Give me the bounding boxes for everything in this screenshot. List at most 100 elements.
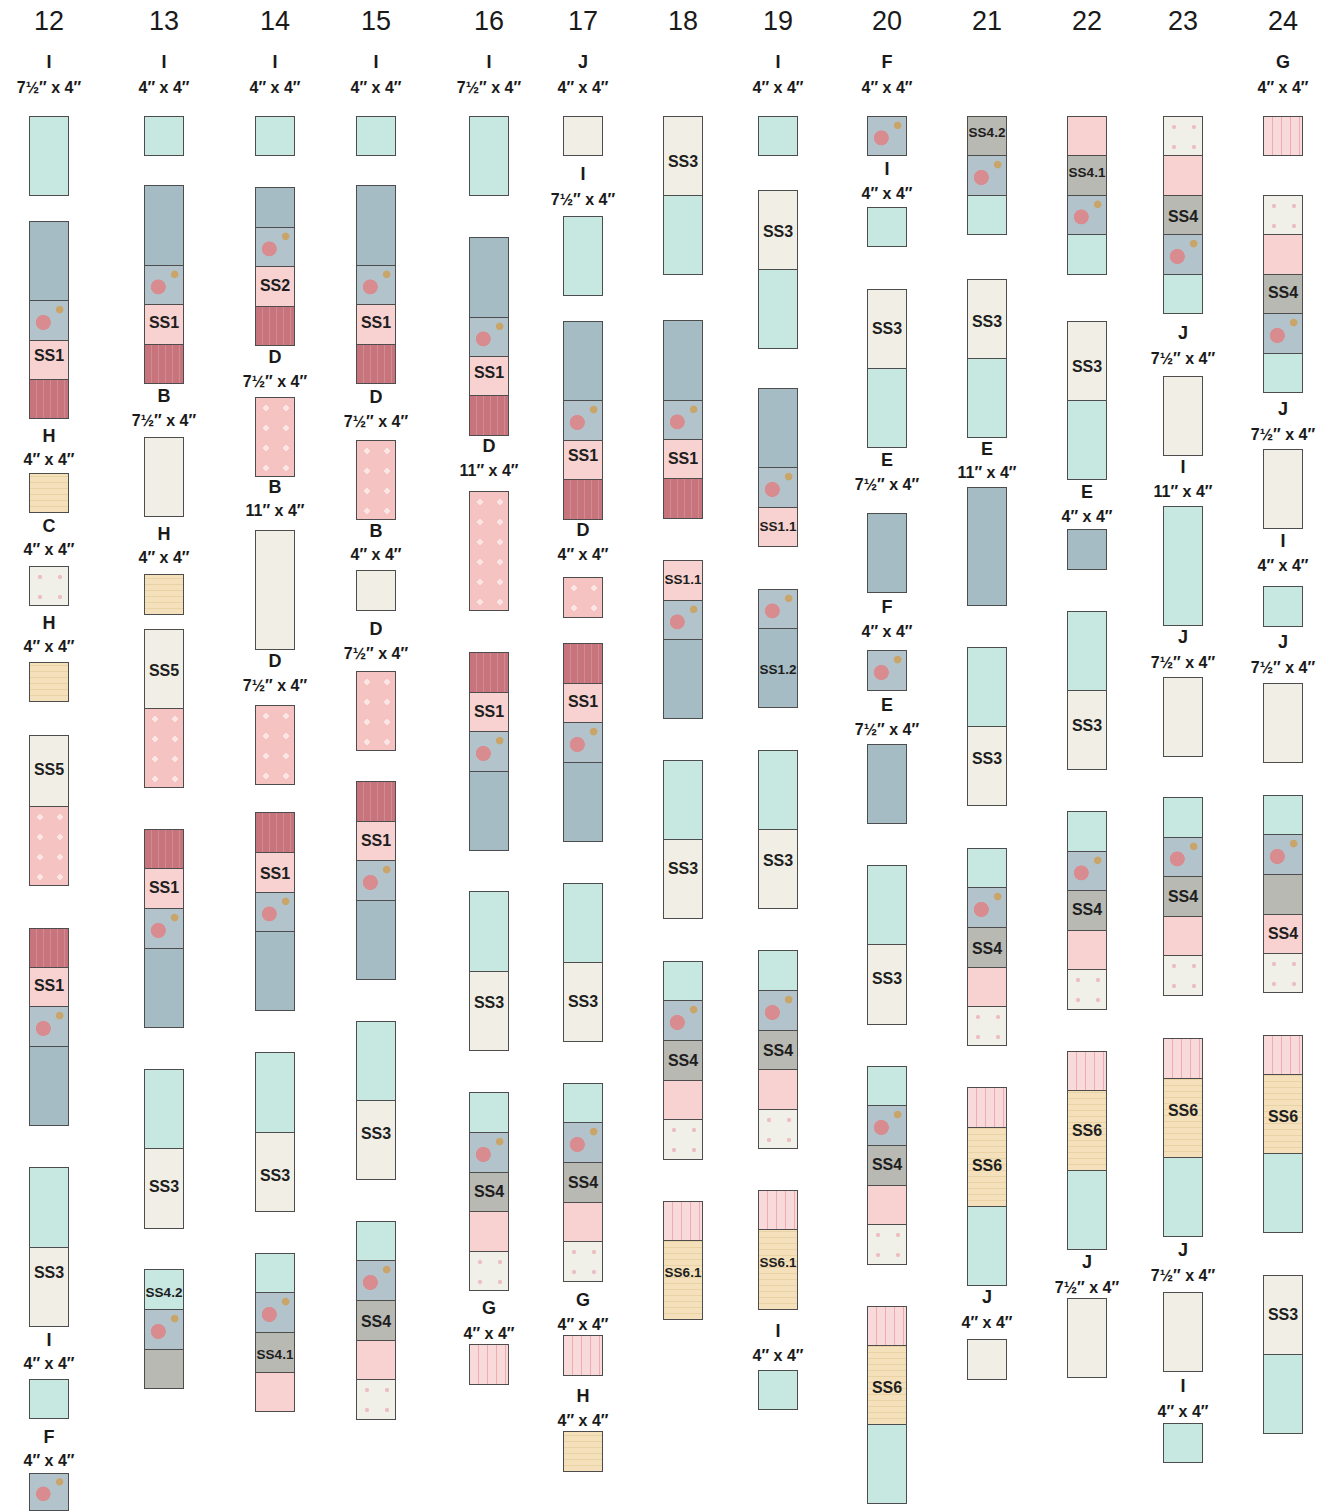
fabric-piece — [867, 207, 907, 247]
fabric-piece — [29, 473, 69, 513]
fabric-segment — [144, 908, 184, 949]
fabric-segment — [967, 195, 1007, 235]
fabric-segment — [255, 1292, 295, 1333]
fabric-segment — [255, 530, 295, 650]
cut-size: 4″ x 4″ — [250, 80, 301, 96]
fabric-segment — [356, 185, 396, 266]
fabric-segment — [1263, 1354, 1303, 1434]
cut-size: 7½″ x 4″ — [243, 678, 307, 694]
fabric-segment — [1263, 795, 1303, 835]
strip-label: SS4.2 — [134, 1286, 194, 1300]
cut-size: 4″ x 4″ — [1062, 509, 1113, 525]
fabric-segment — [967, 358, 1007, 438]
fabric-segment — [29, 1379, 69, 1419]
fabric-segment — [255, 812, 295, 853]
piece-letter: I — [884, 160, 889, 178]
fabric-segment — [255, 306, 295, 346]
strip-label: SS4 — [1057, 902, 1117, 918]
column-number: 16 — [474, 8, 504, 35]
strip-label: SS1 — [553, 448, 613, 464]
pieced-strip: SS4 — [563, 1083, 603, 1282]
fabric-segment — [255, 892, 295, 932]
cut-size: 11″ x 4″ — [460, 463, 519, 479]
fabric-segment — [867, 207, 907, 247]
pieced-strip: SS6.1 — [758, 1190, 798, 1310]
pieced-strip: SS3 — [867, 865, 907, 1025]
strip-label: SS6 — [957, 1158, 1017, 1174]
fabric-segment — [563, 1083, 603, 1123]
column-number: 20 — [872, 8, 902, 35]
fabric-piece — [144, 116, 184, 156]
fabric-piece — [1163, 677, 1203, 757]
cut-size: 7½″ x 4″ — [17, 80, 81, 96]
strip-label: SS4 — [1253, 926, 1313, 942]
strip-label: SS3 — [134, 1179, 194, 1195]
piece-letter: F — [882, 598, 893, 616]
piece-letter: E — [881, 696, 893, 714]
fabric-segment — [663, 600, 703, 640]
pieced-strip: SS5 — [144, 629, 184, 788]
cut-size: 4″ x 4″ — [139, 550, 190, 566]
pieced-strip: SS3 — [967, 279, 1007, 438]
pieced-strip: SS1 — [29, 928, 69, 1126]
fabric-segment — [1067, 811, 1107, 852]
strip-label: SS4 — [346, 1314, 406, 1330]
fabric-piece — [867, 513, 907, 593]
fabric-piece — [255, 397, 295, 477]
cut-size: 7½″ x 4″ — [1055, 1280, 1119, 1296]
pieced-strip: SS1.2 — [758, 589, 798, 708]
column-number: 18 — [668, 8, 698, 35]
fabric-segment — [356, 1021, 396, 1101]
fabric-segment — [563, 321, 603, 401]
fabric-segment — [255, 1052, 295, 1133]
fabric-segment — [1067, 195, 1107, 235]
strip-label: SS1 — [245, 866, 305, 882]
strip-label: SS4 — [957, 941, 1017, 957]
pieced-strip: SS4 — [1263, 795, 1303, 993]
fabric-segment — [469, 395, 509, 436]
cut-size: 4″ x 4″ — [464, 1326, 515, 1342]
strip-label: SS3 — [245, 1168, 305, 1184]
fabric-piece — [1263, 586, 1303, 627]
fabric-piece — [29, 566, 69, 606]
fabric-segment — [144, 437, 184, 517]
fabric-segment — [469, 771, 509, 851]
fabric-piece — [1263, 449, 1303, 529]
piece-letter: J — [1278, 633, 1288, 651]
strip-label: SS3 — [653, 861, 713, 877]
fabric-segment — [663, 961, 703, 1001]
fabric-segment — [469, 317, 509, 357]
strip-label: SS2 — [245, 278, 305, 294]
piece-letter: B — [158, 387, 171, 405]
fabric-segment — [29, 806, 69, 886]
fabric-piece — [29, 1473, 69, 1511]
fabric-segment — [255, 931, 295, 1011]
cut-size: 7½″ x 4″ — [132, 413, 196, 429]
piece-letter: E — [981, 440, 993, 458]
pieced-strip: SS4.1 — [255, 1253, 295, 1412]
strip-label: SS1 — [134, 315, 194, 331]
cut-size: 4″ x 4″ — [753, 80, 804, 96]
column-number: 22 — [1072, 8, 1102, 35]
cut-size: 4″ x 4″ — [1258, 558, 1309, 574]
pieced-strip: SS1 — [563, 643, 603, 842]
fabric-segment — [967, 487, 1007, 606]
strip-label: SS1 — [653, 451, 713, 467]
pieced-strip: SS1 — [356, 185, 396, 384]
fabric-segment — [867, 744, 907, 824]
fabric-segment — [144, 574, 184, 615]
piece-letter: I — [1280, 532, 1285, 550]
piece-letter: I — [46, 1331, 51, 1349]
strip-label: SS1 — [459, 704, 519, 720]
fabric-segment — [563, 116, 603, 156]
pieced-strip: SS1 — [663, 320, 703, 519]
fabric-piece — [469, 1344, 509, 1385]
fabric-segment — [563, 883, 603, 963]
fabric-segment — [356, 781, 396, 822]
piece-letter: J — [1082, 1253, 1092, 1271]
piece-letter: H — [577, 1387, 590, 1405]
cut-size: 4″ x 4″ — [558, 80, 609, 96]
fabric-segment — [29, 379, 69, 419]
pieced-strip: SS4 — [1163, 797, 1203, 996]
column-number: 23 — [1168, 8, 1198, 35]
